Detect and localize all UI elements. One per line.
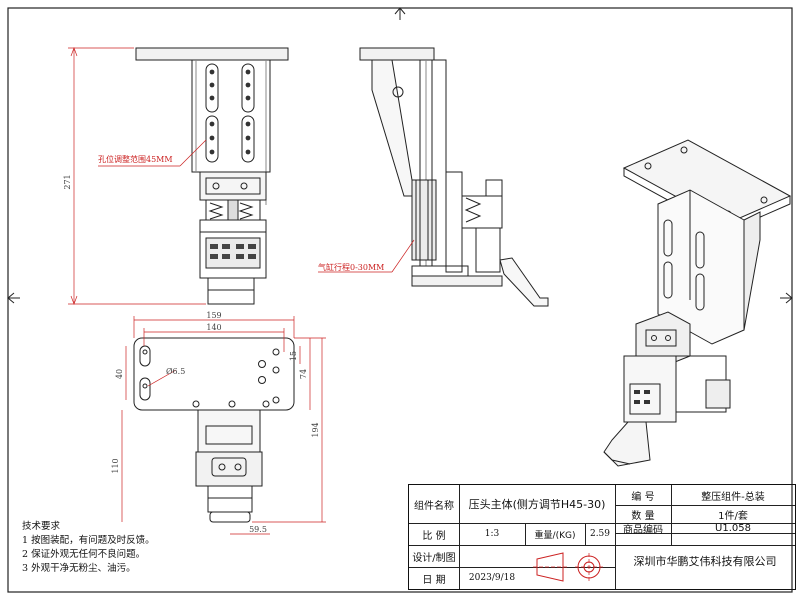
- dim-74-label: 74: [299, 369, 308, 379]
- val-date: 2023/9/18: [468, 573, 516, 583]
- val-weight: 2.59: [589, 529, 611, 539]
- center-marks: [7, 7, 793, 304]
- technical-notes: 技术要求 1 按图装配，有问题及时反馈。 2 保证外观无任何不良问题。 3 外观…: [22, 520, 155, 576]
- top-view-dims: [121, 316, 326, 535]
- val-number: 整压组件-总装: [701, 491, 765, 503]
- company-name: 深圳市华鹏艾伟科技有限公司: [633, 555, 777, 568]
- side-view: [359, 47, 549, 307]
- dim-110-label: 110: [111, 458, 120, 473]
- front-view: [135, 47, 289, 305]
- val-code: U1.058: [715, 522, 751, 534]
- dim-59-5-label: 59.5: [249, 525, 267, 534]
- lbl-qty: 数 量: [631, 510, 655, 522]
- lbl-date: 日 期: [422, 574, 446, 586]
- dim-140-label: 140: [206, 323, 221, 332]
- top-view: [133, 337, 295, 523]
- hole-range-label: 孔位调整范围45MM: [98, 154, 173, 164]
- dim-15-label: 15: [289, 351, 298, 361]
- note-item-3: 3 外观干净无粉尘、油污。: [22, 563, 136, 574]
- dim-194-label: 194: [311, 422, 320, 437]
- lbl-code: 商品编码: [623, 524, 663, 536]
- leader-hole-range: [98, 139, 207, 167]
- lbl-scale: 比 例: [422, 530, 446, 542]
- title-block: 组件名称 压头主体(侧方调节H45-30) 编 号 整压组件-总装 数 量 1件…: [408, 484, 796, 590]
- projection-symbol-icon: [533, 552, 603, 582]
- notes-title: 技术要求: [22, 521, 61, 532]
- dim-40-label: 40: [115, 369, 124, 379]
- dim-271-label: 271: [63, 174, 72, 189]
- iso-view: [603, 139, 792, 467]
- val-qty: 1件/套: [718, 510, 748, 522]
- note-item-2: 2 保证外观无任何不良问题。: [22, 549, 146, 560]
- dim-271: [68, 47, 206, 305]
- hole-dia-label: Ø6.5: [166, 367, 185, 376]
- lbl-weight: 重量/(KG): [534, 530, 576, 541]
- cyl-stroke-label: 气缸行程0-30MM: [318, 262, 384, 272]
- note-item-1: 1 按图装配，有问题及时反馈。: [22, 535, 155, 546]
- lbl-design: 设计/制图: [412, 552, 456, 564]
- val-part-name: 压头主体(侧方调节H45-30): [468, 498, 606, 511]
- lbl-part-name: 组件名称: [414, 500, 454, 512]
- lbl-number: 编 号: [631, 491, 655, 503]
- val-scale: 1:3: [484, 529, 500, 539]
- leader-cyl-stroke: [318, 239, 415, 273]
- dim-159-label: 159: [206, 311, 221, 320]
